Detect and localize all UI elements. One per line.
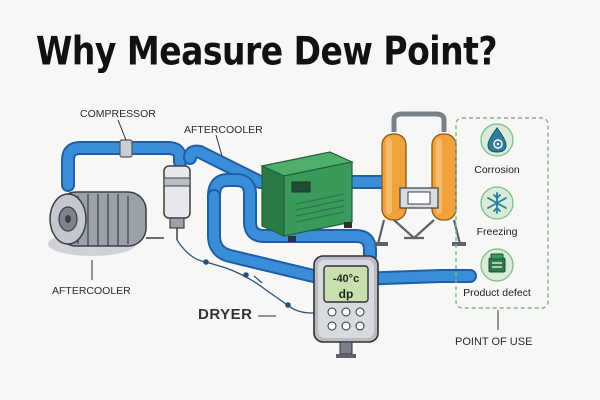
effect-label-product-defect: Product defect (463, 287, 531, 299)
dryer-cabinet (260, 151, 354, 242)
snowflake-icon (480, 186, 514, 220)
meter-button (327, 307, 337, 317)
meter-button (355, 307, 365, 317)
aftercooler-column (163, 165, 191, 240)
meter-button (355, 321, 365, 331)
pipe-network (61, 139, 477, 287)
label-point-of-use: POINT OF USE (455, 336, 533, 348)
twin-towers (374, 111, 466, 246)
meter-unit-label: dp (339, 287, 354, 301)
point-of-use-panel (455, 117, 549, 309)
label-aftercooler-left: AFTERCOOLER (52, 285, 131, 297)
label-aftercooler-top: AFTERCOOLER (184, 124, 263, 136)
effect-label-corrosion: Corrosion (474, 164, 520, 176)
label-leaders (91, 119, 499, 330)
label-compressor: COMPRESSOR (80, 108, 156, 120)
product-box-icon (480, 248, 514, 282)
compressor-motor (48, 191, 164, 256)
label-dryer: DRYER (198, 306, 253, 323)
pipe-coupling (119, 139, 133, 158)
meter-button (341, 321, 351, 331)
meter-button (327, 321, 337, 331)
meter-reading: -40°c (333, 273, 359, 285)
page-title: Why Measure Dew Point? (36, 28, 498, 75)
water-drop-gear-icon (480, 123, 514, 157)
meter-button (341, 307, 351, 317)
dew-point-meter: -40°c dp (313, 255, 379, 358)
effect-label-freezing: Freezing (476, 226, 518, 238)
sensor-cable (176, 239, 323, 314)
